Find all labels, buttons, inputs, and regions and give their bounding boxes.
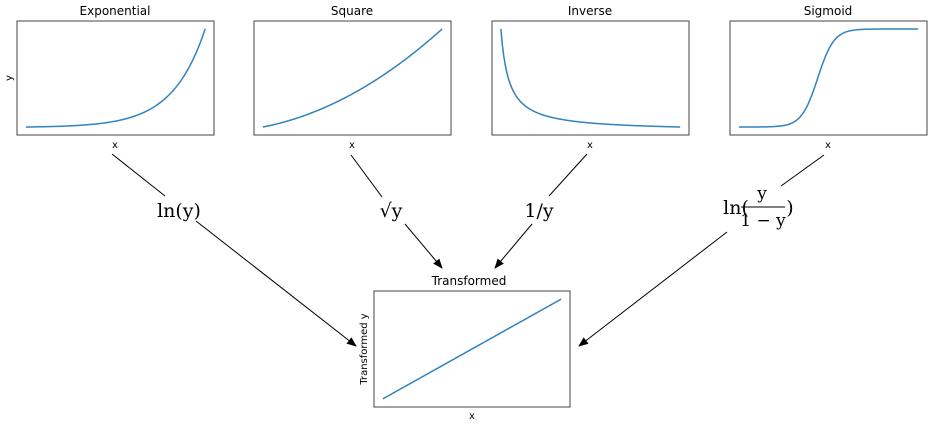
panel-title: Transformed xyxy=(431,274,507,288)
panel-frame xyxy=(729,20,928,136)
arrow xyxy=(494,223,533,269)
x-axis-label: x xyxy=(349,140,355,151)
curve-exponential xyxy=(25,28,206,128)
curve-sigmoid xyxy=(738,28,919,128)
x-axis-label: x xyxy=(112,140,118,151)
panel-sigmoid: Sigmoid x xyxy=(729,4,928,151)
panel-frame xyxy=(491,20,690,136)
connector-line xyxy=(548,153,588,197)
arrow xyxy=(195,220,357,347)
panel-frame xyxy=(253,20,452,136)
panel-title: Exponential xyxy=(80,4,151,18)
arrow xyxy=(578,231,728,347)
arrow xyxy=(404,223,443,269)
logit-suffix: ) xyxy=(786,197,793,219)
x-axis-label: x xyxy=(469,411,475,422)
panel-frame xyxy=(16,20,215,136)
x-axis-label: x xyxy=(587,140,593,151)
panel-transformed: Transformed x Transformed y xyxy=(359,274,571,422)
panel-title: Inverse xyxy=(568,4,612,18)
panel-exponential: Exponential x y xyxy=(4,4,215,151)
panel-title: Sigmoid xyxy=(804,4,853,18)
curve-inverse xyxy=(500,28,681,128)
curve-square xyxy=(262,28,443,128)
logit-numerator: y xyxy=(756,184,767,204)
x-axis-label: x xyxy=(825,140,831,151)
y-axis-label: y xyxy=(4,75,15,81)
connector-line xyxy=(780,154,825,187)
connector-line xyxy=(350,154,383,198)
connector-line xyxy=(111,153,166,197)
logit-denominator: 1 − y xyxy=(740,211,786,231)
transform-label-reciprocal: 1/y xyxy=(524,200,553,222)
y-axis-label: Transformed y xyxy=(359,313,370,385)
panel-title: Square xyxy=(331,4,373,18)
transform-label-logit: ln( y 1 − y ) xyxy=(723,184,794,231)
panel-frame xyxy=(373,290,571,408)
panel-inverse: Inverse x xyxy=(491,4,690,151)
transform-label-log: ln(y) xyxy=(157,200,201,222)
logit-prefix: ln( xyxy=(723,197,749,219)
transform-label-sqrt: √y xyxy=(380,200,403,222)
curve-linear xyxy=(382,298,562,400)
panel-square: Square x xyxy=(253,4,452,151)
